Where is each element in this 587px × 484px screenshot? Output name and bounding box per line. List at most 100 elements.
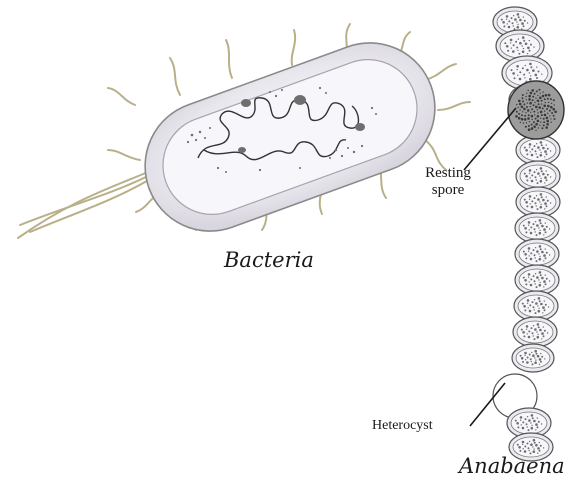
cell-granule (523, 277, 525, 279)
cell-granule (536, 286, 538, 288)
cell-granule (523, 48, 524, 49)
cell-granule (535, 359, 536, 360)
cell-granule (528, 419, 531, 422)
cell-granule (541, 127, 543, 129)
cell-granule (524, 227, 527, 230)
cell-granule (522, 427, 525, 430)
cell-granule (522, 36, 525, 39)
cell-granule (528, 125, 530, 127)
cell-granule (523, 25, 525, 27)
cell-granule (554, 104, 555, 105)
cell-granule (536, 205, 537, 206)
cell-granule (526, 153, 528, 155)
cell-granule (531, 108, 533, 110)
cell-granule (541, 338, 542, 339)
cell-granule (517, 107, 518, 108)
cell-granule (527, 47, 530, 50)
cell-granule (544, 300, 545, 301)
cell-granule (539, 271, 542, 274)
cell-granule (513, 15, 514, 16)
cell-granule (530, 66, 532, 68)
cell-granule (543, 286, 544, 287)
cell-granule (549, 115, 550, 116)
cell-granule (535, 130, 536, 131)
cell-granule (536, 353, 538, 355)
cell-granule (513, 25, 514, 26)
cell-granule (523, 335, 525, 337)
cell-granule (524, 450, 527, 453)
cell-granule (552, 108, 555, 111)
cell-granule (543, 228, 546, 231)
cell-granule (543, 234, 544, 235)
cell-granule (523, 251, 525, 253)
cell-granule (519, 19, 522, 22)
cell-granule (536, 153, 537, 154)
cell-granule (524, 309, 526, 311)
cell-granule (527, 443, 529, 445)
cell-granule (538, 89, 540, 91)
cell-granule (534, 114, 535, 115)
cell-granule (545, 248, 546, 249)
cell-granule (523, 225, 525, 227)
cell-granule (547, 148, 549, 150)
cell-granule (522, 97, 524, 99)
cell-granule (534, 361, 537, 364)
cell-granule (521, 357, 524, 360)
cell-granule (530, 106, 531, 107)
cell-granule (529, 102, 532, 105)
cell-granule (525, 149, 528, 152)
cell-granule (529, 441, 530, 442)
cell-granule (518, 38, 519, 39)
cell-granule (539, 300, 541, 302)
cell-granule (531, 327, 533, 329)
cell-granule (540, 193, 543, 196)
cell-granule (525, 96, 526, 97)
cell-granule (529, 72, 530, 73)
cell-granule (522, 67, 524, 69)
cell-granule (531, 154, 534, 157)
cell-granule (532, 446, 533, 447)
cell-granule (544, 111, 545, 112)
cell-granule (533, 104, 535, 106)
cell-granule (546, 205, 548, 207)
cell-granule (522, 111, 523, 112)
cell-granule (534, 145, 536, 147)
cell-granule (535, 118, 537, 120)
cell-granule (519, 450, 521, 452)
cell-granule (539, 149, 540, 150)
cell-granule (528, 251, 529, 252)
cell-granule (540, 167, 543, 170)
cell-granule (539, 284, 542, 287)
cell-granule (526, 179, 528, 181)
cell-granule (528, 128, 531, 131)
cell-granule (517, 26, 520, 29)
cell-granule (535, 176, 537, 178)
cell-granule (535, 444, 538, 447)
cell-granule (534, 280, 536, 282)
cell-granule (532, 99, 534, 101)
cell-granule (532, 96, 534, 98)
cell-granule (539, 442, 540, 443)
cell-granule (532, 354, 535, 357)
cell-granule (526, 106, 528, 108)
cell-granule (528, 307, 529, 308)
cell-granule (538, 227, 539, 228)
cell-granule (541, 277, 544, 280)
cell-granule (508, 20, 510, 22)
cell-granule (535, 257, 536, 258)
cell-granule (544, 114, 547, 117)
cell-granule (541, 251, 544, 254)
cell-granule (528, 429, 530, 431)
cell-granule (525, 283, 527, 285)
cell-granule (540, 111, 543, 114)
cell-granule (551, 112, 553, 114)
cell-granule (528, 95, 531, 98)
cell-granule (537, 447, 540, 450)
cell-granule (506, 45, 509, 48)
cell-granule (511, 47, 512, 48)
cell-granule (537, 336, 540, 339)
cell-granule (526, 99, 527, 100)
cell-granule (508, 26, 511, 29)
cell-granule (528, 447, 530, 449)
cell-granule (536, 169, 537, 170)
